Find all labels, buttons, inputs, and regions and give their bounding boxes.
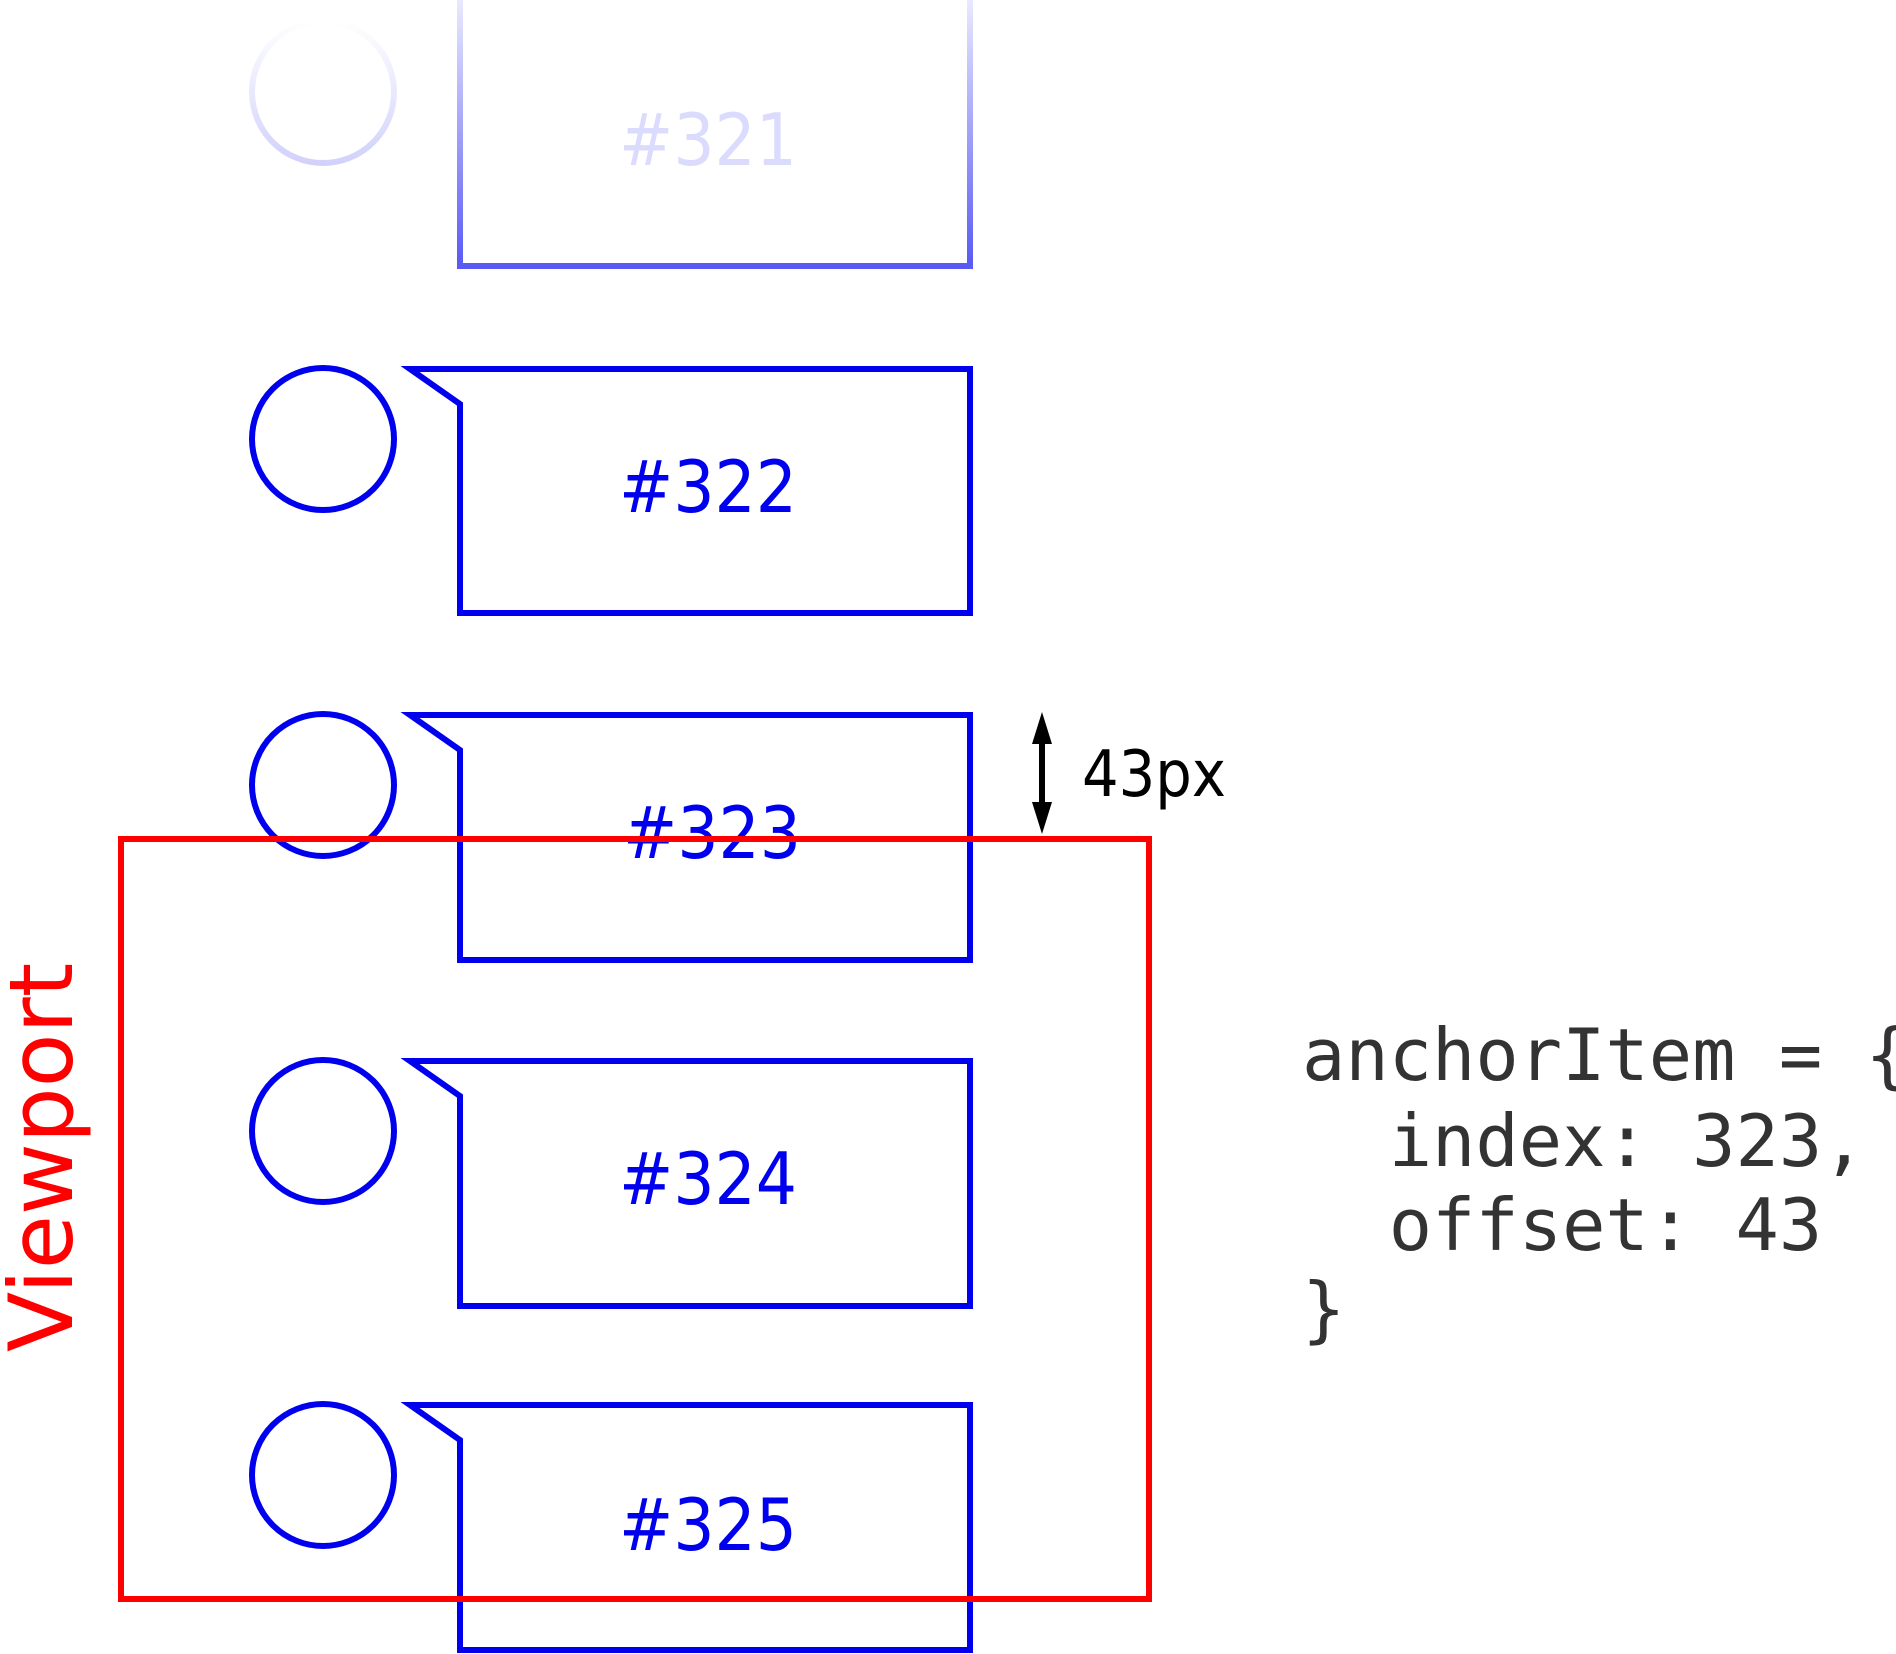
avatar-circle [249, 18, 397, 166]
code-line: anchorItem = { [1302, 1013, 1896, 1097]
avatar-circle [249, 711, 397, 859]
viewport: Viewport [0, 836, 1152, 1602]
item-label: #324 [619, 1137, 797, 1221]
list-item: #325 [249, 1401, 973, 1653]
item-label: #322 [619, 445, 797, 529]
avatar-circle [249, 365, 397, 513]
viewport-label: Viewport [0, 963, 93, 1352]
speech-bubble [400, 712, 973, 963]
speech-bubble [400, 366, 973, 616]
item-label: #325 [619, 1483, 797, 1567]
speech-bubble [400, 1058, 973, 1309]
double-arrow-vertical-icon [1032, 712, 1052, 834]
list-items: #321 #322 #323 #324 #325 [249, 0, 973, 1653]
speech-bubble [400, 1402, 973, 1653]
speech-bubble [457, 0, 973, 269]
offset-label: 43px [1082, 738, 1226, 812]
list-item-anchor: #323 [249, 711, 973, 963]
code-line: } [1302, 1267, 1345, 1351]
code-line: index: 323, [1302, 1099, 1866, 1183]
list-item: #324 [249, 1057, 973, 1309]
offset-annotation: 43px [1032, 712, 1226, 834]
viewport-frame [118, 836, 1152, 1602]
list-item: #321 [249, 0, 973, 269]
item-label: #323 [623, 791, 801, 875]
avatar-circle [249, 1057, 397, 1205]
list-item: #322 [249, 365, 973, 616]
avatar-circle [249, 1401, 397, 1549]
code-line: offset: 43 [1302, 1183, 1822, 1267]
anchor-item-code: anchorItem = { index: 323, offset: 43 } [1302, 1013, 1896, 1351]
item-label: #321 [619, 98, 797, 182]
